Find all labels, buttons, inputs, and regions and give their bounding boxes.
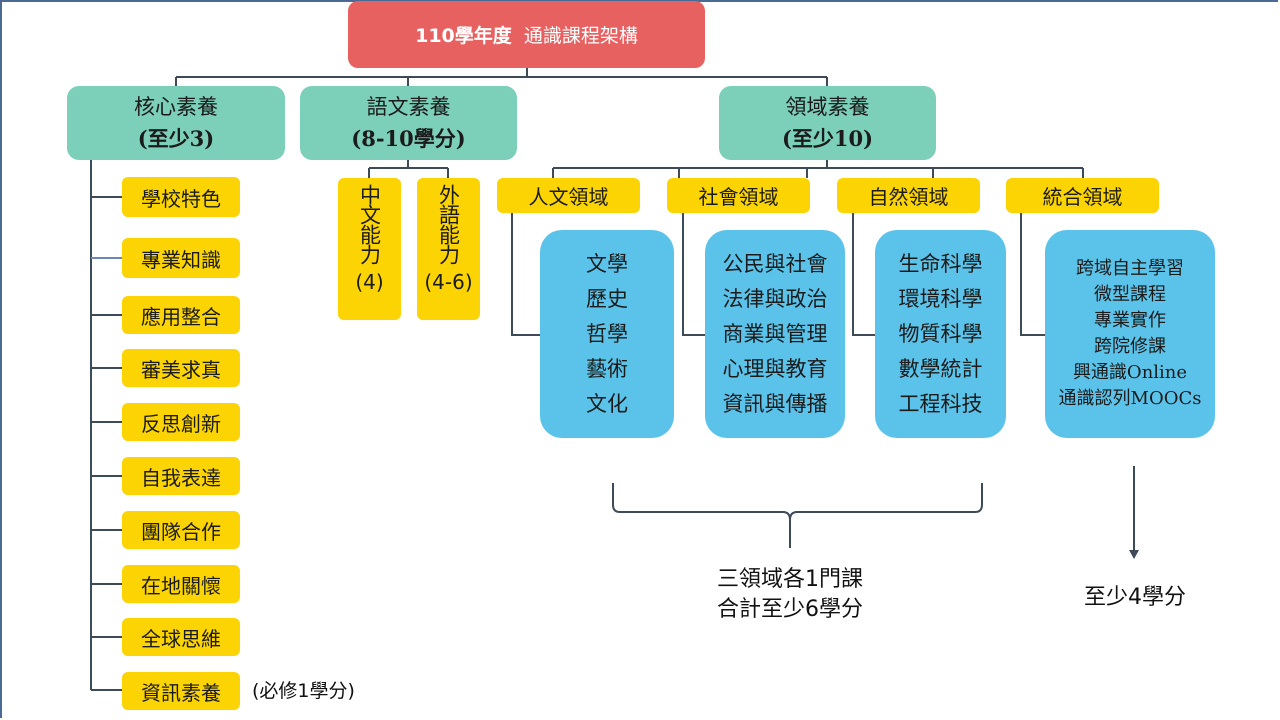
domain-natural: 自然領域 [837, 178, 980, 213]
course-item: 數學統計 [898, 356, 983, 381]
course-item: 心理與教育 [722, 356, 828, 381]
course-item: 文化 [586, 391, 628, 416]
course-item: 藝術 [586, 356, 628, 381]
core-item-required: 資訊素養 [122, 672, 240, 710]
title-box: 110學年度 通識課程架構 [348, 1, 705, 68]
course-item: 環境科學 [898, 286, 983, 311]
category-domain-requirement: (至少10) [781, 126, 874, 151]
course-item: 生命科學 [898, 251, 983, 276]
language-item-chinese: 中文能力 (4) [338, 178, 401, 320]
language-item-foreign: 外語能力 (4-6) [417, 178, 480, 320]
courses-social: 公民與社會 法律與政治 商業與管理 心理與教育 資訊與傳播 [705, 230, 845, 438]
course-item: 哲學 [586, 321, 628, 346]
category-core-requirement: (至少3) [137, 126, 215, 151]
course-item: 跨院修課 [1094, 336, 1166, 357]
language-item-name: 中文能力 [357, 184, 382, 264]
domain-social: 社會領域 [667, 178, 810, 213]
domain-integrated: 統合領域 [1006, 178, 1159, 213]
category-domain-name: 領域素養 [785, 95, 870, 119]
course-item: 跨域自主學習 [1076, 258, 1184, 279]
course-item: 法律與政治 [722, 286, 828, 311]
language-item-name: 外語能力 [436, 184, 461, 264]
course-item: 商業與管理 [722, 321, 828, 346]
language-item-credits: (4-6) [424, 270, 473, 294]
title-prefix: 110學年度 [415, 25, 512, 47]
core-item: 自我表達 [122, 457, 240, 495]
core-required-note: (必修1學分) [252, 680, 355, 702]
course-item: 公民與社會 [722, 251, 828, 276]
core-item: 團隊合作 [122, 511, 240, 549]
course-item: 微型課程 [1094, 284, 1166, 305]
core-item: 反思創新 [122, 403, 240, 441]
category-language-name: 語文素養 [366, 95, 451, 119]
core-item: 學校特色 [122, 177, 240, 217]
course-item: 歷史 [586, 286, 628, 311]
core-item: 全球思維 [122, 618, 240, 656]
three-domains-note: 三領域各1門課 合計至少6學分 [717, 567, 863, 622]
course-item: 興通識Online [1072, 362, 1188, 383]
course-item: 資訊與傳播 [722, 391, 828, 416]
core-item: 審美求真 [122, 349, 240, 387]
courses-integrated: 跨域自主學習 微型課程 專業實作 跨院修課 興通識Online 通識認列MOOC… [1045, 230, 1215, 438]
category-domain: 領域素養 (至少10) [719, 86, 936, 160]
course-item: 專業實作 [1094, 310, 1166, 331]
core-item: 應用整合 [122, 296, 240, 334]
title-main: 通識課程架構 [523, 25, 638, 47]
category-language-requirement: (8-10學分) [351, 126, 466, 151]
category-core-name: 核心素養 [134, 95, 218, 119]
course-item: 工程科技 [898, 391, 983, 416]
core-item: 專業知識 [122, 238, 240, 278]
category-language: 語文素養 (8-10學分) [300, 86, 517, 160]
course-item: 文學 [586, 251, 628, 276]
language-item-credits: (4) [355, 270, 384, 294]
domain-humanities: 人文領域 [497, 178, 640, 213]
core-item: 在地關懷 [122, 565, 240, 603]
courses-natural: 生命科學 環境科學 物質科學 數學統計 工程科技 [875, 230, 1006, 438]
courses-humanities: 文學 歷史 哲學 藝術 文化 [540, 230, 674, 438]
integrated-note: 至少4學分 [1084, 585, 1186, 610]
category-core: 核心素養 (至少3) [67, 86, 285, 160]
course-item: 通識認列MOOCs [1058, 388, 1202, 409]
course-item: 物質科學 [898, 321, 983, 346]
